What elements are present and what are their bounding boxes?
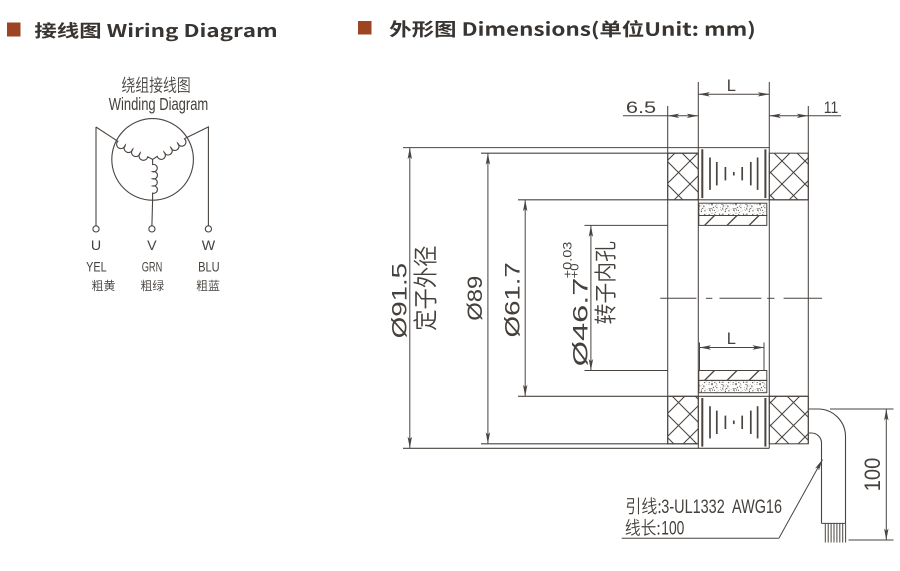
svg-text:L: L <box>727 330 736 348</box>
svg-text:100: 100 <box>860 458 885 492</box>
svg-text:W: W <box>202 238 216 254</box>
svg-text:+0: +0 <box>570 263 582 278</box>
svg-text:3-UL1332 AWG16: 3-UL1332 AWG16 <box>661 496 782 518</box>
svg-text:+0.03: +0.03 <box>562 242 574 279</box>
svg-text:L: L <box>727 77 736 95</box>
svg-text:V: V <box>147 238 157 254</box>
svg-text:6.5: 6.5 <box>626 99 656 117</box>
svg-text:Ø61.7: Ø61.7 <box>501 262 524 337</box>
svg-text:100: 100 <box>661 518 684 540</box>
svg-text:U: U <box>91 238 101 254</box>
svg-text:Ø89: Ø89 <box>464 276 487 321</box>
svg-text:YEL: YEL <box>86 259 107 275</box>
svg-text:11: 11 <box>824 99 839 117</box>
svg-text:Ø91.5: Ø91.5 <box>389 263 412 338</box>
svg-text:GRN: GRN <box>142 259 163 275</box>
svg-text:Winding Diagram: Winding Diagram <box>109 94 209 114</box>
svg-text:BLU: BLU <box>198 259 220 275</box>
svg-text:Ø46.7: Ø46.7 <box>570 278 593 367</box>
